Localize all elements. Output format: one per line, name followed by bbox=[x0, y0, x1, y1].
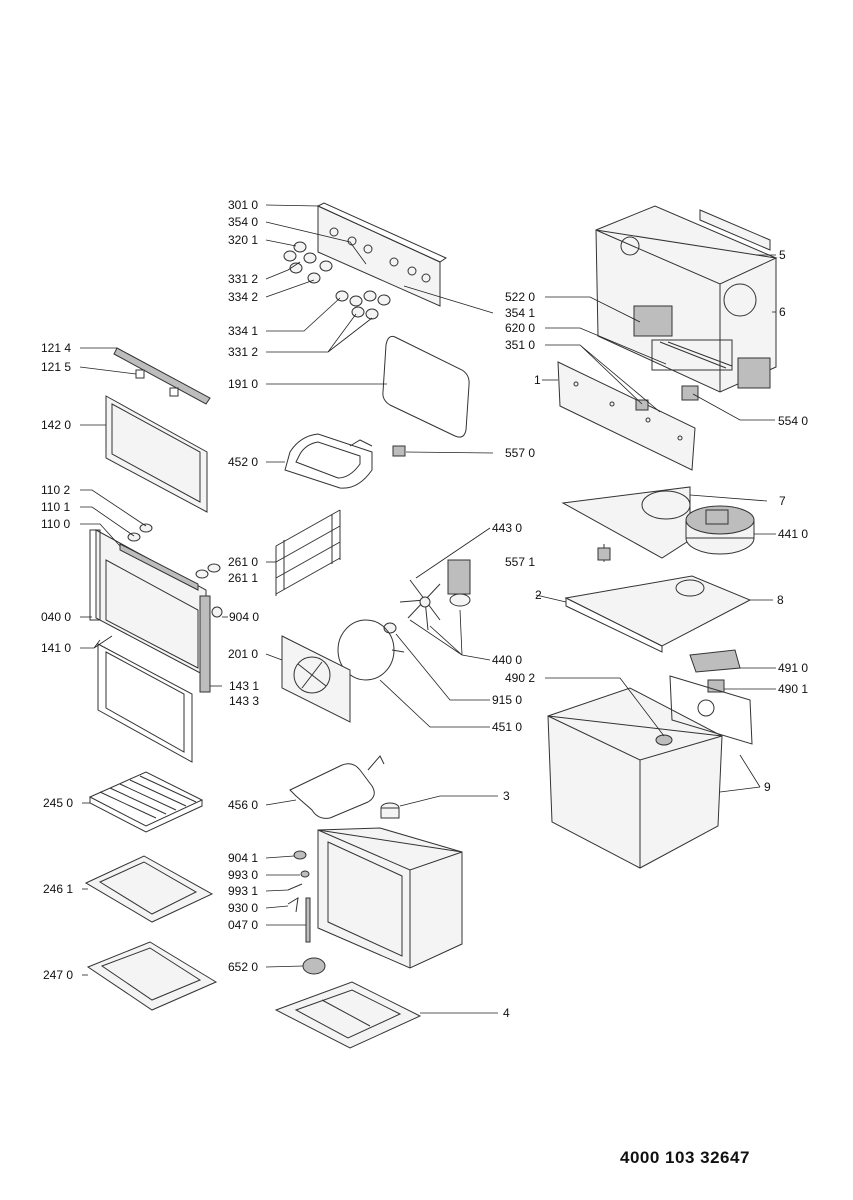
control-panel-part bbox=[316, 202, 448, 307]
door-clips-part bbox=[127, 523, 221, 579]
side-rack-part bbox=[275, 509, 341, 596]
label-554-0: 554 0 bbox=[778, 414, 808, 428]
label-245-0: 245 0 bbox=[43, 796, 73, 810]
small-fittings-part bbox=[287, 850, 326, 975]
label-334-1: 334 1 bbox=[228, 324, 258, 338]
part-labels: 301 0 354 0 320 1 331 2 334 2 334 1 331 … bbox=[41, 198, 808, 1020]
label-331-2-b: 331 2 bbox=[228, 345, 258, 359]
oven-fan-motor-part bbox=[447, 559, 471, 607]
rear-panel-part bbox=[281, 635, 351, 723]
drip-tray-part bbox=[86, 941, 218, 1011]
label-557-1: 557 1 bbox=[505, 555, 535, 569]
inner-door-glass-part bbox=[97, 643, 193, 763]
label-110-1: 110 1 bbox=[41, 500, 70, 514]
door-hinge-part bbox=[199, 595, 223, 693]
label-491-0: 491 0 bbox=[778, 661, 808, 675]
top-heating-element-part bbox=[284, 433, 373, 489]
thermostat-part bbox=[392, 445, 406, 457]
label-143-3: 143 3 bbox=[229, 694, 259, 708]
base-heating-plate-part bbox=[274, 981, 422, 1049]
oven-lamp-part bbox=[380, 802, 400, 819]
label-7: 7 bbox=[779, 494, 786, 508]
label-3: 3 bbox=[503, 789, 510, 803]
label-261-0: 261 0 bbox=[228, 555, 258, 569]
terminal-block-part bbox=[689, 649, 741, 673]
label-557-0: 557 0 bbox=[505, 446, 535, 460]
label-351-0: 351 0 bbox=[505, 338, 535, 352]
label-247-0: 247 0 bbox=[43, 968, 73, 982]
inner-door-frame-part bbox=[89, 529, 207, 677]
label-9: 9 bbox=[764, 780, 771, 794]
outer-door-glass-part bbox=[105, 395, 208, 513]
label-930-0: 930 0 bbox=[228, 901, 258, 915]
label-443-0: 443 0 bbox=[492, 521, 522, 535]
label-490-1: 490 1 bbox=[778, 682, 808, 696]
cover-plate-part bbox=[564, 575, 752, 653]
label-261-1: 261 1 bbox=[228, 571, 258, 585]
label-354-1: 354 1 bbox=[505, 306, 535, 320]
label-8: 8 bbox=[777, 593, 784, 607]
label-121-5: 121 5 bbox=[41, 360, 71, 374]
label-620-0: 620 0 bbox=[505, 321, 535, 335]
label-110-0: 110 0 bbox=[41, 517, 70, 531]
door-seal-part bbox=[382, 335, 470, 438]
thermostat-small-part bbox=[597, 544, 611, 561]
label-993-0: 993 0 bbox=[228, 868, 258, 882]
leader-lines bbox=[79, 204, 776, 1014]
label-110-2: 110 2 bbox=[41, 483, 70, 497]
oven-cavity-part bbox=[317, 827, 463, 969]
top-plate-part bbox=[561, 486, 691, 559]
label-047-0: 047 0 bbox=[228, 918, 258, 932]
label-141-0: 141 0 bbox=[41, 641, 71, 655]
document-number: 4000 103 32647 bbox=[620, 1148, 750, 1167]
label-451-0: 451 0 bbox=[492, 720, 522, 734]
label-4: 4 bbox=[503, 1006, 510, 1020]
label-354-0: 354 0 bbox=[228, 215, 258, 229]
label-2: 2 bbox=[535, 588, 542, 602]
label-143-1: 143 1 bbox=[229, 679, 259, 693]
label-331-2-a: 331 2 bbox=[228, 272, 258, 286]
label-441-0: 441 0 bbox=[778, 527, 808, 541]
control-knobs-part bbox=[283, 241, 391, 320]
fan-nut-part bbox=[383, 622, 397, 634]
label-320-1: 320 1 bbox=[228, 233, 258, 247]
oven-casing-part bbox=[547, 675, 753, 869]
oven-fan-blade-part bbox=[399, 579, 441, 631]
label-915-0: 915 0 bbox=[492, 693, 522, 707]
label-1: 1 bbox=[534, 373, 541, 387]
circular-heating-element-part bbox=[337, 619, 405, 681]
label-452-0: 452 0 bbox=[228, 455, 258, 469]
label-191-0: 191 0 bbox=[228, 377, 258, 391]
baking-tray-part bbox=[84, 855, 214, 923]
wire-shelf-part bbox=[88, 771, 204, 833]
label-142-0: 142 0 bbox=[41, 418, 71, 432]
top-cover-assembly-part bbox=[595, 205, 778, 401]
bottom-heating-element-part bbox=[289, 755, 385, 819]
label-904-0: 904 0 bbox=[229, 610, 259, 624]
label-522-0: 522 0 bbox=[505, 290, 535, 304]
label-121-4: 121 4 bbox=[41, 341, 71, 355]
label-6: 6 bbox=[779, 305, 786, 319]
label-040-0: 040 0 bbox=[41, 610, 71, 624]
label-201-0: 201 0 bbox=[228, 647, 258, 661]
cooling-fan-part bbox=[685, 505, 755, 555]
label-904-1: 904 1 bbox=[228, 851, 258, 865]
label-490-2: 490 2 bbox=[505, 671, 535, 685]
label-246-1: 246 1 bbox=[43, 882, 73, 896]
label-440-0: 440 0 bbox=[492, 653, 522, 667]
label-993-1: 993 1 bbox=[228, 884, 258, 898]
label-301-0: 301 0 bbox=[228, 198, 258, 212]
label-334-2: 334 2 bbox=[228, 290, 258, 304]
label-652-0: 652 0 bbox=[228, 960, 258, 974]
door-top-trim-part bbox=[113, 347, 211, 405]
label-456-0: 456 0 bbox=[228, 798, 258, 812]
side-bracket-part bbox=[557, 361, 696, 471]
label-5: 5 bbox=[779, 248, 786, 262]
